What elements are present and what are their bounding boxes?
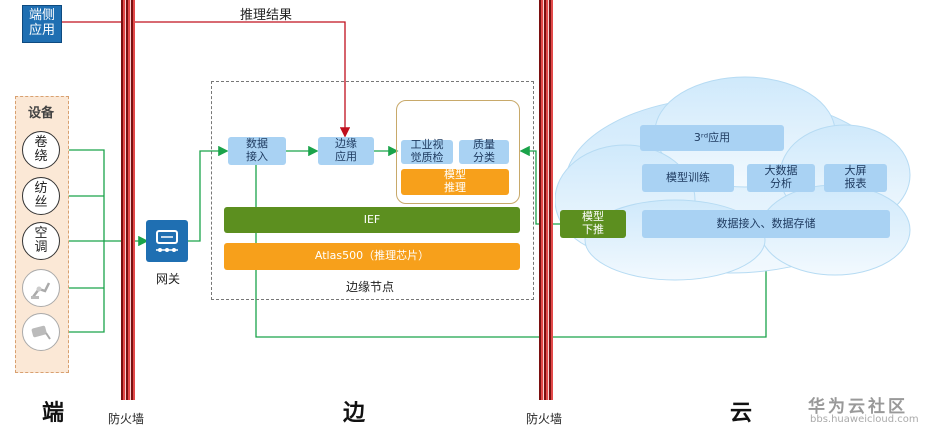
model-inference: 模型 推理: [401, 169, 509, 195]
screen-report: 大屏 报表: [824, 164, 887, 192]
watermark-url: bbs.huaweicloud.com: [810, 414, 919, 425]
watermark-title: 华为云社区: [808, 397, 908, 417]
big-data-analysis: 大数据 分析: [747, 164, 815, 192]
firewall-right: [539, 0, 553, 400]
gateway-icon: [146, 220, 188, 262]
camera-icon: [22, 313, 60, 351]
atlas-bar: Atlas500（推理芯片）: [224, 243, 520, 270]
model-group: [396, 100, 520, 204]
device-aircon: 空 调: [22, 222, 60, 260]
third-party-app: 3ʳᵈ应用: [640, 125, 784, 151]
endpoint-app-box: 端侧 应用: [22, 5, 62, 43]
device-winding: 卷 绕: [22, 131, 60, 169]
model-push: 模型 下推: [560, 210, 626, 238]
edge-data-access: 数据 接入: [228, 137, 286, 165]
robot-arm-icon: [22, 269, 60, 307]
quality-class: 质量 分类: [459, 139, 509, 164]
gateway-label: 网关: [156, 272, 181, 286]
zone-cloud: 云: [730, 401, 753, 426]
edge-node-frame: [211, 81, 534, 300]
zone-end: 端: [42, 401, 65, 426]
model-training: 模型训练: [642, 164, 734, 192]
inference-result-label: 推理结果: [240, 8, 293, 23]
device-spinning: 纺 丝: [22, 177, 60, 215]
firewall-left: [121, 0, 135, 400]
firewall-left-label: 防火墙: [108, 412, 145, 426]
data-storage: 数据接入、数据存储: [642, 210, 890, 238]
zone-edge: 边: [343, 401, 366, 426]
ief-bar: IEF: [224, 207, 520, 233]
inference-result-line: [62, 21, 351, 138]
edge-app: 边缘 应用: [318, 137, 374, 165]
vision-qc: 工业视 觉质检: [401, 139, 453, 164]
devices-title: 设备: [28, 106, 55, 121]
firewall-right-label: 防火墙: [526, 412, 563, 426]
edge-node-label: 边缘节点: [346, 280, 395, 294]
